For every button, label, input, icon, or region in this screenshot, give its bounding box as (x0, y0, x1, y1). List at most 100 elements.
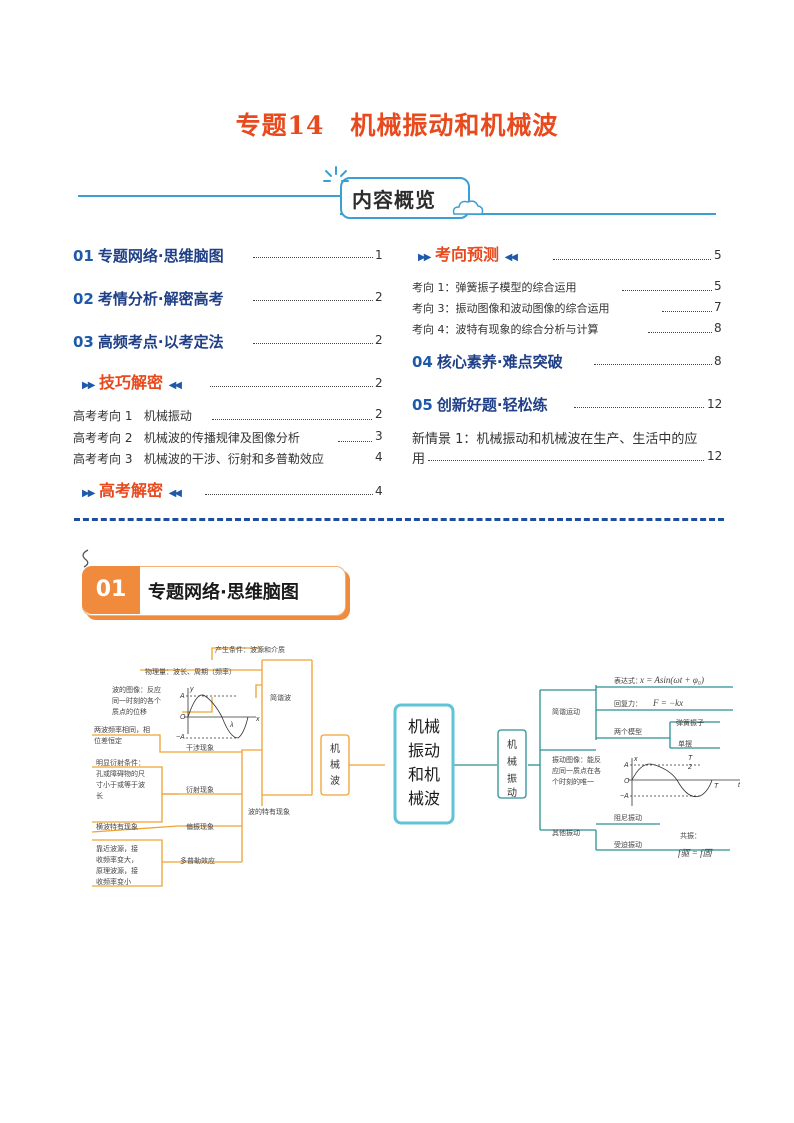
physics-label: 物理量：波长、周期（频率） (145, 667, 236, 676)
arrow-left-icon: ◀◀ (168, 488, 182, 499)
models-label: 两个模型 (614, 727, 642, 736)
toc-dots (253, 343, 373, 344)
polarization-note: 横波特有现象 (96, 822, 138, 831)
toc-page: 2 (375, 290, 383, 304)
svg-text:A: A (623, 762, 629, 769)
vib-graph-l2: 应同一质点在各 (552, 766, 601, 775)
right-hub-3: 振 (507, 772, 517, 785)
toc-text: 专题网络·思维脑图 (97, 247, 224, 265)
section-number: 01 (82, 566, 140, 614)
right-hub-1: 机 (507, 738, 517, 751)
badge-text: 高考解密 (98, 481, 163, 500)
vib-graph-l1: 振动图像：能反 (552, 755, 601, 764)
restoring-label: 回复力： (614, 699, 642, 708)
arrow-right-icon: ▶▶ (82, 488, 95, 499)
overview-line-left (78, 195, 340, 197)
predict-item[interactable]: 考向 4：波特有现象的综合分析与计算 (412, 323, 599, 336)
svg-text:−A: −A (176, 734, 185, 741)
doppler-note-l2: 收频率变大， (96, 855, 138, 864)
badge-exam[interactable]: ▶▶ 高考解密 ◀◀ (82, 477, 182, 501)
badge-skill[interactable]: ▶▶ 技巧解密 ◀◀ (82, 369, 182, 393)
cloud-icon (452, 200, 484, 215)
vib-graph-plot (628, 758, 740, 806)
new-scene-line2: 用 (412, 452, 426, 467)
toc-page: 7 (714, 300, 722, 314)
resonance-label: 共振： (680, 831, 701, 840)
badge-predict[interactable]: ▶▶ 考向预测 ◀◀ (418, 241, 518, 265)
diffraction-note-l4: 长 (96, 791, 103, 800)
doppler-note-l4: 收频率变小 (96, 877, 131, 886)
toc-dots (574, 407, 704, 408)
wave-graph-plot (184, 688, 256, 739)
svg-text:−A: −A (620, 793, 629, 800)
wave-graph-l2: 同一时刻的各个 (112, 696, 161, 705)
expression-formula: x = Asin(ωt + φ₀) (639, 675, 704, 685)
simple-motion-label: 简谐运动 (552, 707, 580, 716)
skill-label: 高考考向 1 (73, 409, 133, 423)
svg-text:t: t (738, 782, 741, 789)
toc-page: 2 (375, 407, 383, 421)
toc-page: 8 (714, 321, 722, 335)
skill-item[interactable]: 高考考向 1 机械振动 (73, 407, 192, 424)
svg-text:x: x (255, 716, 260, 723)
predict-item[interactable]: 考向 3：振动图像和波动图像的综合运用 (412, 302, 610, 315)
produce-label: 产生条件：波源和介质 (215, 645, 285, 654)
svg-text:y: y (189, 686, 194, 693)
expression-label: 表达式： (614, 676, 642, 685)
arrow-right-icon: ▶▶ (418, 252, 431, 263)
toc-page: 2 (375, 333, 383, 347)
toc-dots (648, 332, 712, 333)
overview-line-right (340, 213, 716, 215)
toc-dots (253, 257, 373, 258)
toc-dots (338, 441, 372, 442)
toc-page: 8 (714, 354, 722, 368)
spring-label: 弹簧振子 (676, 718, 704, 727)
toc-page: 12 (707, 397, 723, 411)
predict-item[interactable]: 考向 1：弹簧振子模型的综合运用 (412, 281, 577, 294)
toc-text: 创新好题·轻松练 (436, 396, 548, 414)
center-line1: 机械 (408, 718, 440, 736)
toc-page: 12 (707, 449, 723, 463)
svg-text:λ: λ (229, 722, 234, 729)
toc-dots (212, 419, 372, 420)
pendulum-label: 单摆 (678, 739, 692, 748)
center-line4: 械波 (408, 790, 440, 808)
overview-title: 内容概览 (352, 188, 436, 212)
left-hub-2: 械 (330, 758, 340, 771)
toc-num: 04 (412, 353, 433, 371)
left-hub-3: 波 (330, 774, 340, 787)
vib-graph-l3: 个时刻的唯一 (552, 777, 594, 786)
toc-num: 02 (73, 290, 94, 308)
toc-dots (253, 300, 373, 301)
toc-page: 5 (714, 248, 722, 262)
arrow-left-icon: ◀◀ (168, 380, 182, 391)
toc-page: 3 (375, 429, 383, 443)
new-scene-line1[interactable]: 新情景 1：机械振动和机械波在生产、生活中的应 (412, 432, 698, 447)
skill-item[interactable]: 高考考向 3 机械波的干涉、衍射和多普勒效应 (73, 450, 324, 467)
center-line3: 和机 (408, 766, 440, 784)
toc-text: 考情分析·解密高考 (97, 290, 224, 308)
diffraction-note-l1: 明显衍射条件： (96, 758, 145, 767)
center-line2: 振动 (408, 742, 440, 760)
sparkle-icon (323, 166, 349, 182)
section-title: 专题网络·思维脑图 (148, 582, 299, 603)
doppler-note-l1: 靠近波源，接 (96, 844, 138, 853)
restoring-formula: F = −kx (652, 698, 683, 708)
svg-text:A: A (179, 693, 185, 700)
mindmap: 机械 振动 和机 械波 机 械 波 机 械 振 动 产生条件：波源和介质 物理量… (91, 645, 741, 887)
badge-text: 考向预测 (434, 245, 499, 264)
right-hub-4: 动 (507, 787, 517, 799)
diffraction-label: 衍射现象 (186, 785, 214, 794)
damped-label: 阻尼振动 (614, 813, 642, 822)
doppler-note-l3: 原理波源，接 (96, 866, 138, 875)
diffraction-note-l2: 孔或障碍物的尺 (96, 769, 145, 778)
skill-item[interactable]: 高考考向 2 机械波的传播规律及图像分析 (73, 429, 300, 446)
toc-text: 高频考点·以考定法 (97, 333, 224, 351)
toc-page: 1 (375, 248, 383, 262)
toc-dots (205, 494, 373, 495)
